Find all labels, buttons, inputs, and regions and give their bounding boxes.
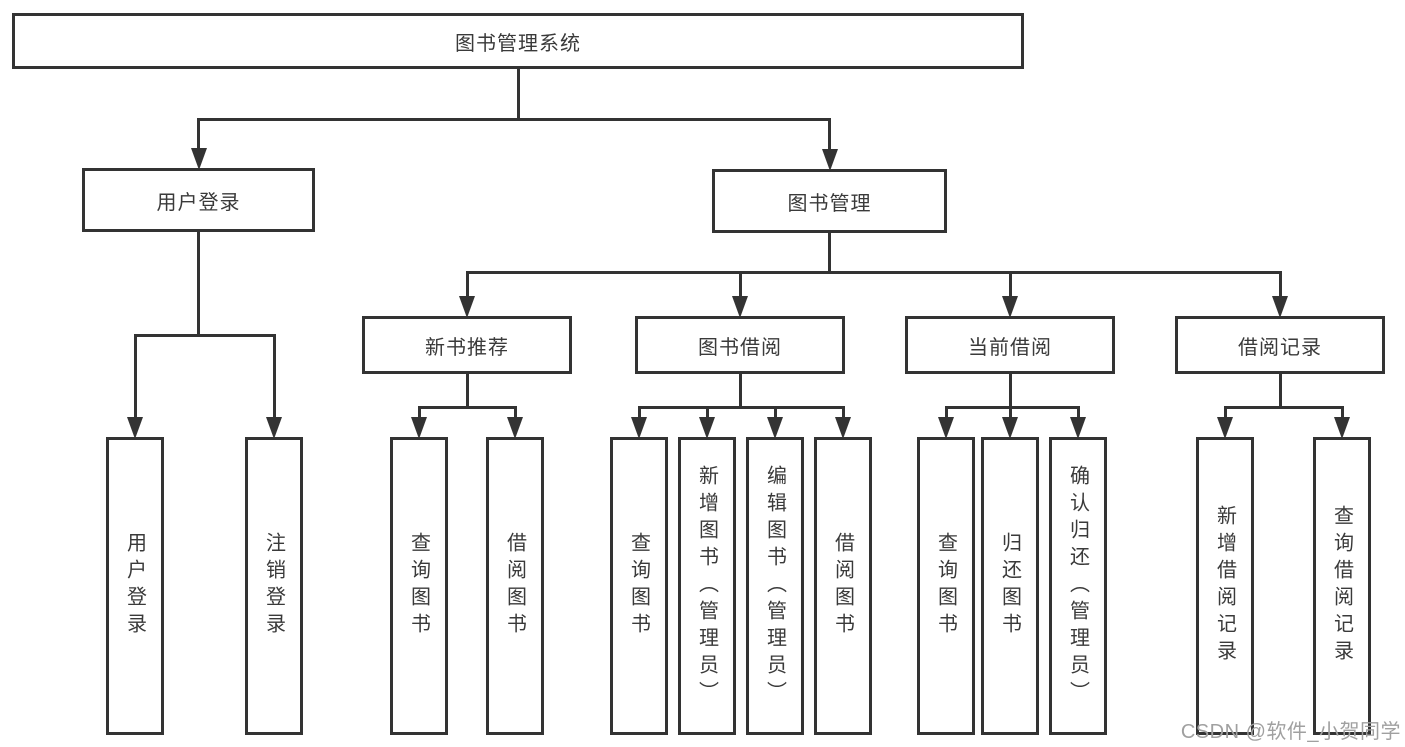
node-label: 新增借阅记录 — [1213, 505, 1236, 667]
node-label: 新书推荐 — [425, 336, 509, 359]
connector-line-horizontal — [637, 405, 845, 409]
node-br-add: 新增借阅记录 — [1196, 437, 1254, 735]
node-bb-edit: 编辑图书（管理员） — [746, 437, 804, 735]
connector-line-vertical — [197, 119, 200, 152]
node-root: 图书管理系统 — [12, 13, 1024, 69]
csdn-watermark: CSDN @软件_小贺同学 — [1180, 721, 1401, 743]
connector-line-vertical — [197, 232, 200, 335]
connector-line-vertical — [516, 69, 520, 119]
node-label: 图书管理系统 — [455, 32, 581, 55]
node-nbr-borrow: 借阅图书 — [486, 437, 544, 735]
connector-line-horizontal — [197, 117, 831, 121]
node-br-query: 查询借阅记录 — [1313, 437, 1371, 735]
node-bb-add: 新增图书（管理员） — [678, 437, 736, 735]
node-label: 查询图书 — [627, 532, 650, 640]
node-label: 用户登录 — [156, 191, 241, 214]
connector-line-vertical — [705, 407, 709, 421]
arrowhead-down-icon — [190, 148, 207, 170]
node-label: 借阅图书 — [831, 532, 854, 640]
connector-line-vertical — [841, 407, 845, 421]
node-cb-return: 归还图书 — [981, 437, 1039, 735]
node-logout: 注销登录 — [245, 437, 303, 735]
arrowhead-down-icon — [411, 417, 427, 439]
connector-line-vertical — [1278, 374, 1282, 407]
arrowhead-down-icon — [821, 149, 838, 171]
node-label: 归还图书 — [998, 532, 1021, 640]
connector-line-vertical — [1008, 272, 1012, 300]
connector-line-vertical — [465, 374, 469, 407]
connector-line-vertical — [133, 335, 137, 421]
node-label: 确认归还（管理员） — [1066, 464, 1089, 708]
arrowhead-down-icon — [507, 417, 523, 439]
connector-line-vertical — [465, 272, 469, 300]
connector-line-vertical — [773, 407, 777, 421]
node-nbr-query: 查询图书 — [390, 437, 448, 735]
node-current-borrow: 当前借阅 — [905, 316, 1115, 374]
connector-line-vertical — [272, 335, 276, 421]
connector-line-vertical — [828, 119, 831, 153]
connector-line-vertical — [1223, 407, 1227, 421]
node-borrow-records: 借阅记录 — [1175, 316, 1385, 374]
arrowhead-down-icon — [631, 417, 647, 439]
node-book-borrow: 图书借阅 — [635, 316, 845, 374]
connector-line-vertical — [1340, 407, 1344, 421]
arrowhead-down-icon — [1070, 417, 1086, 439]
connector-line-vertical — [417, 407, 421, 421]
node-label: 查询借阅记录 — [1330, 505, 1353, 667]
node-user-login: 用户登录 — [82, 168, 315, 232]
connector-line-vertical — [1008, 407, 1012, 421]
node-cb-confirm: 确认归还（管理员） — [1049, 437, 1107, 735]
arrowhead-down-icon — [1334, 417, 1350, 439]
node-label: 图书借阅 — [698, 336, 782, 359]
connector-line-horizontal — [944, 405, 1080, 409]
node-label: 当前借阅 — [968, 336, 1052, 359]
node-book-mgmt: 图书管理 — [712, 169, 947, 233]
arrowhead-down-icon — [938, 417, 954, 439]
arrowhead-down-icon — [732, 296, 748, 318]
node-label: 查询图书 — [934, 532, 957, 640]
connector-line-vertical — [738, 374, 742, 407]
node-label: 新增图书（管理员） — [695, 464, 718, 708]
node-new-book-rec: 新书推荐 — [362, 316, 572, 374]
arrowhead-down-icon — [266, 417, 282, 439]
node-label: 借阅图书 — [503, 532, 526, 640]
arrowhead-down-icon — [699, 417, 715, 439]
connector-line-horizontal — [133, 333, 276, 337]
node-bb-query: 查询图书 — [610, 437, 668, 735]
node-bb-borrow: 借阅图书 — [814, 437, 872, 735]
connector-line-vertical — [738, 272, 742, 300]
connector-line-horizontal — [1223, 405, 1344, 409]
arrowhead-down-icon — [1272, 296, 1288, 318]
node-label: 编辑图书（管理员） — [763, 464, 786, 708]
arrowhead-down-icon — [767, 417, 783, 439]
connector-line-vertical — [1008, 374, 1012, 407]
node-label: 借阅记录 — [1238, 336, 1322, 359]
arrowhead-down-icon — [835, 417, 851, 439]
arrowhead-down-icon — [1217, 417, 1233, 439]
arrowhead-down-icon — [459, 296, 475, 318]
connector-line-vertical — [828, 233, 831, 272]
node-label: 图书管理 — [787, 192, 872, 215]
connector-line-vertical — [513, 407, 517, 421]
connector-line-horizontal — [465, 270, 1282, 274]
node-label: 查询图书 — [407, 532, 430, 640]
connector-line-horizontal — [417, 405, 517, 409]
arrowhead-down-icon — [127, 417, 143, 439]
connector-line-vertical — [637, 407, 641, 421]
arrowhead-down-icon — [1002, 296, 1018, 318]
arrowhead-down-icon — [1002, 417, 1018, 439]
node-label: 用户登录 — [123, 532, 146, 640]
node-label: 注销登录 — [262, 532, 285, 640]
connector-line-vertical — [944, 407, 948, 421]
node-login: 用户登录 — [106, 437, 164, 735]
node-cb-query: 查询图书 — [917, 437, 975, 735]
connector-line-vertical — [1278, 272, 1282, 300]
connector-line-vertical — [1076, 407, 1080, 421]
